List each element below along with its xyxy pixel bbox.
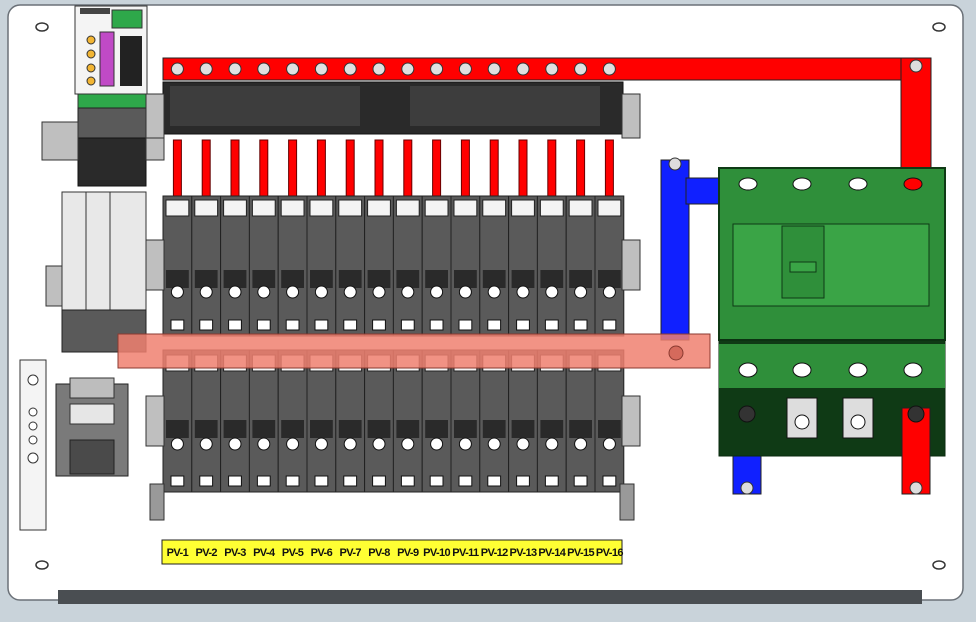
terminal-lower-11	[450, 349, 481, 493]
pv-label-4: PV-4	[253, 547, 276, 559]
screw-icon	[516, 62, 530, 76]
end-stop	[621, 395, 641, 447]
screw-icon	[314, 62, 328, 76]
end-stop	[145, 239, 165, 291]
terminal-lower-16	[594, 349, 625, 493]
terminal-lower-7	[335, 349, 366, 493]
screw-icon	[286, 62, 300, 76]
pv-label-13: PV-13	[510, 547, 537, 559]
wire-13	[518, 139, 528, 197]
wire-15	[576, 139, 586, 197]
pv-label-6: PV-6	[311, 547, 333, 559]
terminal-upper-5	[277, 195, 308, 337]
screw-icon	[545, 62, 559, 76]
bottom-rail	[58, 590, 922, 604]
screw-icon	[602, 62, 616, 76]
pv-label-11: PV-11	[452, 547, 479, 559]
wire-11	[460, 139, 470, 197]
end-stop	[145, 395, 165, 447]
screw-icon	[401, 62, 415, 76]
screw-icon	[228, 62, 242, 76]
wire-5	[288, 139, 298, 197]
pv-label-8: PV-8	[368, 547, 390, 559]
screw-icon	[574, 62, 588, 76]
dc-breaker-icon	[718, 167, 946, 457]
terminal-lower-5	[277, 349, 308, 493]
terminal-upper-12	[479, 195, 510, 337]
terminal-upper-2	[191, 195, 222, 337]
terminal-upper-3	[220, 195, 250, 337]
busbar-icon	[117, 333, 711, 369]
pv-label-strip: PV-1 PV-2 PV-3 PV-4 PV-5 PV-6 PV-7 PV-8 PV-9 PV-1…	[161, 539, 624, 565]
screw-icon	[372, 62, 386, 76]
terminal-lower-15	[565, 349, 596, 493]
terminal-upper-10	[421, 195, 452, 337]
pv-label-5: PV-5	[282, 547, 304, 559]
terminal-upper-13	[508, 195, 538, 337]
screw-icon	[170, 62, 616, 76]
pv-label-9: PV-9	[397, 547, 419, 559]
surge-protector-icon	[45, 191, 147, 353]
wire-10	[432, 139, 442, 197]
pv-label-16: PV-16	[596, 547, 623, 559]
terminal-lower-14	[536, 349, 567, 493]
wire-12	[489, 139, 499, 197]
terminal-upper-1	[162, 195, 193, 337]
pv-label-14: PV-14	[538, 547, 566, 559]
wire-7	[345, 139, 355, 197]
terminal-lower-10	[421, 349, 452, 493]
screw-icon	[458, 62, 472, 76]
end-stop	[621, 239, 641, 291]
pv-label-10: PV-10	[423, 547, 450, 559]
pv-label-15: PV-15	[567, 547, 594, 559]
terminal-lower-13	[508, 349, 538, 493]
screw-icon	[430, 62, 444, 76]
screw-icon	[199, 62, 213, 76]
terminal-upper-4	[248, 195, 279, 337]
terminal-lower-6	[306, 349, 337, 493]
pv-label-3: PV-3	[224, 547, 246, 559]
wire-8	[374, 139, 384, 197]
terminal-upper-8	[364, 195, 394, 337]
screw-icon	[257, 62, 271, 76]
wire-3	[230, 139, 240, 197]
small-terminal-group	[19, 359, 129, 531]
wire-14	[547, 139, 557, 197]
end-stop	[619, 483, 635, 521]
screw-icon	[170, 62, 184, 76]
screw-icon	[487, 62, 501, 76]
wire-9	[403, 139, 413, 197]
terminal-lower-4	[248, 349, 279, 493]
screw-icon	[343, 62, 357, 76]
terminal-lower-2	[191, 349, 222, 493]
terminal-block-icon	[162, 195, 625, 337]
fuse-holder-icon	[145, 81, 641, 139]
pv-label-1: PV-1	[167, 547, 189, 559]
monitoring-module	[41, 5, 165, 187]
wire-16	[604, 139, 614, 197]
terminal-upper-6	[306, 195, 337, 337]
wire-4	[259, 139, 269, 197]
mounting-hole-icon	[35, 22, 946, 570]
terminal-upper-15	[565, 195, 596, 337]
terminal-upper-9	[392, 195, 423, 337]
terminal-lower-12	[479, 349, 510, 493]
terminal-upper-11	[450, 195, 481, 337]
terminal-lower-3	[220, 349, 250, 493]
positive-output-busbar	[738, 405, 931, 495]
terminal-lower-1	[162, 349, 193, 493]
terminal-upper-7	[335, 195, 366, 337]
terminal-lower-8	[364, 349, 394, 493]
terminal-upper-14	[536, 195, 567, 337]
pv-label-7: PV-7	[339, 547, 361, 559]
end-stop	[149, 483, 165, 521]
terminal-upper-16	[594, 195, 625, 337]
wire-6	[316, 139, 326, 197]
wire-2	[201, 139, 211, 197]
pv-label-12: PV-12	[481, 547, 508, 559]
wire-1	[172, 139, 182, 197]
pv-label-2: PV-2	[195, 547, 217, 559]
terminal-lower-9	[392, 349, 423, 493]
